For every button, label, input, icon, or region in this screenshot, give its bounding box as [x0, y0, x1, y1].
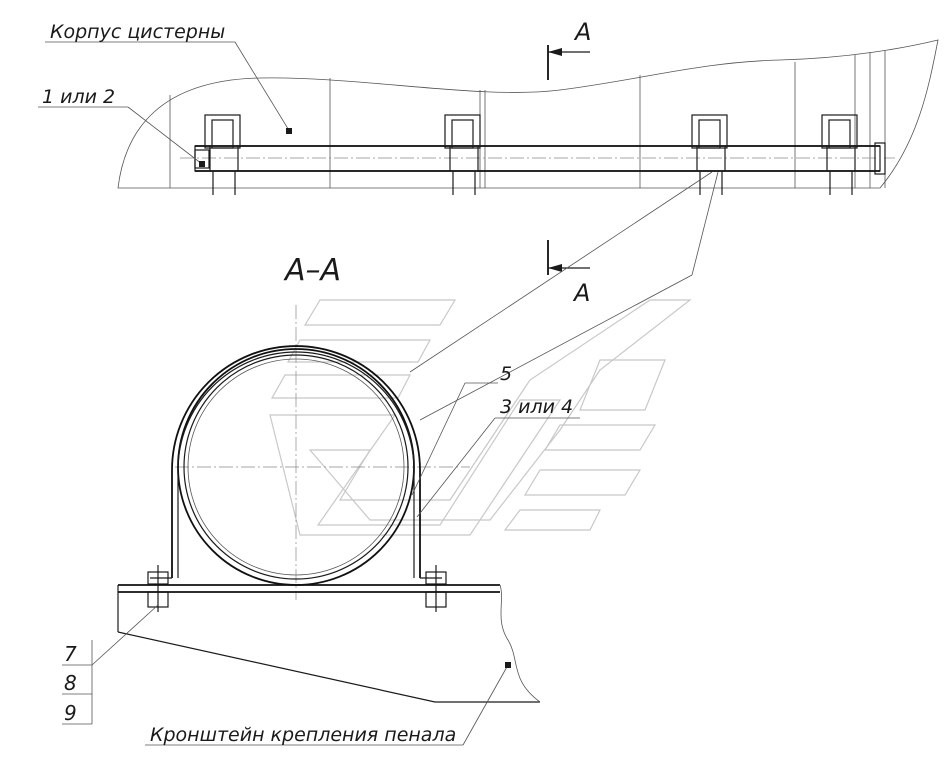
label-item-8: 8 — [64, 671, 77, 695]
section-cut-top — [547, 45, 590, 80]
leader-tank-body — [45, 41, 292, 134]
leader-item-1-2 — [38, 106, 205, 167]
pipe-clamps — [204, 114, 858, 195]
label-item-7: 7 — [64, 642, 77, 666]
leader-item-5 — [411, 382, 498, 496]
leader-bracket — [145, 662, 511, 746]
bracket-plate — [117, 584, 541, 703]
label-tank-body: Корпус цистерны — [50, 21, 225, 43]
bolt-left — [147, 565, 169, 612]
leader-items-7-8-9 — [62, 604, 159, 725]
label-item-9: 9 — [64, 701, 77, 725]
section-mark-bottom: A — [572, 279, 590, 307]
bolt-right — [425, 565, 447, 612]
clamp-4 — [821, 114, 858, 195]
tank-body-contour — [117, 39, 939, 189]
section-title: A–A — [283, 253, 341, 288]
label-bracket: Кронштейн крепления пенала — [150, 724, 456, 746]
clamp-strap — [150, 345, 442, 579]
clamp-1 — [204, 114, 241, 195]
watermark-logo — [269, 299, 692, 536]
leader-item-3-4 — [416, 417, 580, 518]
label-item-1-2: 1 или 2 — [42, 86, 115, 108]
clamp-3 — [691, 114, 728, 195]
section-cut-bottom — [547, 240, 590, 275]
clamp-2 — [444, 114, 481, 195]
section-mark-top: A — [573, 18, 591, 46]
label-item-5: 5 — [500, 363, 512, 385]
label-item-3-4: 3 или 4 — [500, 396, 573, 418]
pipe-top-view — [180, 142, 895, 175]
detail-projection-lines — [409, 171, 719, 421]
